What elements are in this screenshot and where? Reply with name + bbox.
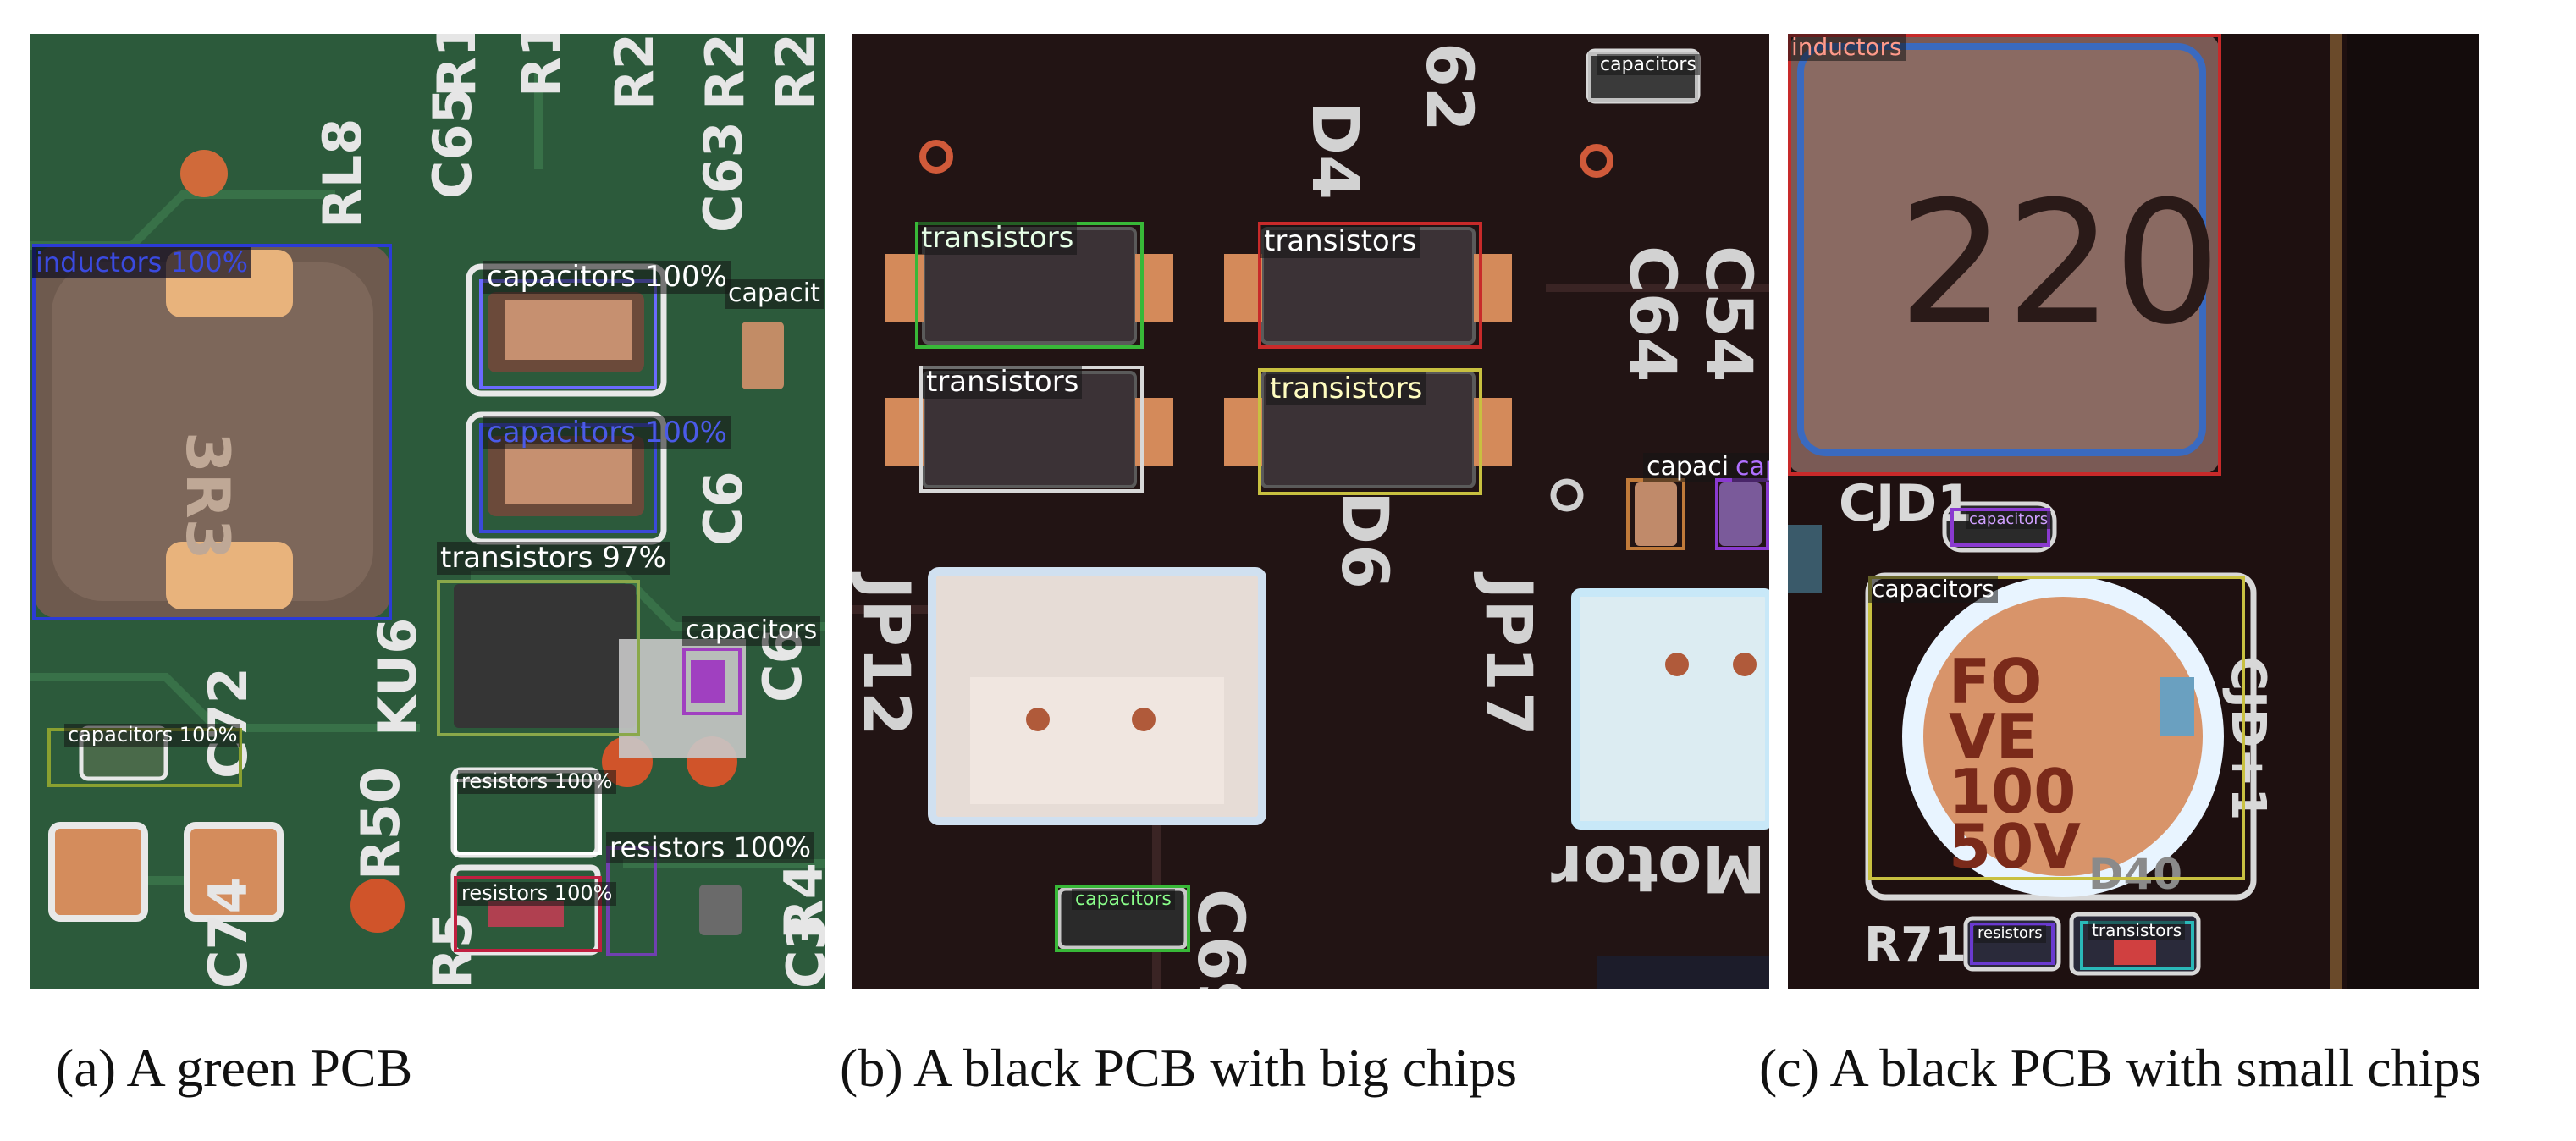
detection-box-transistor bbox=[1258, 222, 1482, 349]
detection-label-capacitor: capacitors bbox=[682, 615, 821, 646]
detection-box-resistor bbox=[1970, 923, 2055, 965]
detection-label-transistor: transistors 97% bbox=[437, 541, 670, 576]
panel-black-pcb-small-chips: 220 CJD1 CJD+1 R71 FO VE 100 50V D40 ind… bbox=[1788, 34, 2479, 989]
detection-label-resistor: resistors bbox=[1974, 924, 2046, 943]
svg-text:JP17: JP17 bbox=[1471, 571, 1547, 736]
detection-box-capacitor bbox=[1868, 576, 2245, 880]
detection-box-transistor bbox=[437, 580, 640, 736]
detection-label-resistor: resistors 100% bbox=[458, 881, 616, 906]
svg-text:CJD1: CJD1 bbox=[1839, 474, 1972, 533]
detection-label-capacitor: capa bbox=[1732, 452, 1769, 482]
detection-label-resistor: resistors 100% bbox=[606, 832, 814, 863]
svg-text:R2: R2 bbox=[764, 34, 825, 110]
svg-text:C72: C72 bbox=[197, 667, 259, 779]
svg-text:R1: R1 bbox=[426, 34, 488, 97]
detection-label-capacitor: capacitors bbox=[1966, 510, 2052, 529]
svg-text:C3: C3 bbox=[775, 913, 825, 989]
detection-box-capacitor bbox=[1626, 478, 1685, 550]
svg-text:Motor: Motor bbox=[1551, 831, 1766, 907]
detection-label-capacitor: capacitors bbox=[1597, 54, 1700, 76]
svg-text:R2: R2 bbox=[694, 34, 756, 110]
svg-text:VE: VE bbox=[1949, 701, 2038, 772]
detection-box-capacitor bbox=[1715, 478, 1769, 550]
svg-text:C65: C65 bbox=[422, 87, 483, 199]
panel-black-pcb-big-chips: D4 62 C64 C54 D6 JP12 JP17 C69 Motor cap… bbox=[852, 34, 1769, 989]
svg-text:C63: C63 bbox=[692, 121, 754, 233]
detection-box-capacitor bbox=[1055, 885, 1190, 952]
detection-label-transistor: transistors bbox=[1266, 372, 1426, 406]
svg-text:JP12: JP12 bbox=[852, 571, 924, 736]
svg-text:C74: C74 bbox=[197, 877, 259, 989]
detection-box-transistor bbox=[1258, 368, 1482, 495]
svg-text:100: 100 bbox=[1949, 756, 2076, 827]
detection-box-inductor bbox=[32, 244, 392, 620]
svg-text:FO: FO bbox=[1949, 646, 2042, 717]
detection-label-capacitor: capacitors bbox=[1072, 889, 1175, 911]
detection-label-inductor: inductors bbox=[1788, 34, 1906, 62]
green-pcb-image: RL8 C65 R1 R1 R2 R2 R2 C63 3R3 KU6 C72 R… bbox=[30, 34, 825, 989]
svg-text:62: 62 bbox=[1412, 42, 1487, 132]
svg-text:C64: C64 bbox=[1615, 245, 1691, 383]
svg-text:CJD+1: CJD+1 bbox=[2220, 656, 2275, 820]
svg-text:C69: C69 bbox=[1183, 889, 1259, 989]
caption-green-pcb: (a) A green PCB bbox=[56, 1038, 413, 1098]
detection-label-transistor: transistors bbox=[918, 221, 1078, 256]
detection-label-transistor: transistors bbox=[923, 365, 1083, 400]
detection-label-capacitor: capaci bbox=[1643, 452, 1733, 482]
detection-label-transistor: transistors bbox=[2088, 921, 2186, 940]
svg-text:C6: C6 bbox=[692, 471, 754, 546]
svg-text:220: 220 bbox=[1898, 165, 2221, 362]
detection-label-capacitor: capacit bbox=[725, 278, 824, 309]
panel-green-pcb: RL8 C65 R1 R1 R2 R2 R2 C63 3R3 KU6 C72 R… bbox=[30, 34, 825, 989]
caption-black-pcb-big-chips: (b) A black PCB with big chips bbox=[840, 1038, 1517, 1098]
detection-label-transistor: transistors bbox=[1260, 224, 1420, 259]
svg-text:D6: D6 bbox=[1327, 491, 1403, 589]
svg-text:D40: D40 bbox=[2088, 850, 2182, 899]
svg-text:R2: R2 bbox=[604, 34, 665, 110]
detection-label-capacitor: capacitors 100% bbox=[483, 416, 731, 450]
svg-text:D4: D4 bbox=[1298, 102, 1373, 200]
svg-text:R4: R4 bbox=[773, 863, 825, 940]
svg-text:R1: R1 bbox=[510, 34, 572, 97]
svg-text:KU6: KU6 bbox=[367, 618, 428, 736]
detection-box-capacitor bbox=[682, 648, 742, 715]
detection-label-inductor: inductors 100% bbox=[32, 247, 251, 278]
silk-rl8: RL8 bbox=[312, 119, 373, 229]
black-pcb-big-image: D4 62 C64 C54 D6 JP12 JP17 C69 Motor bbox=[852, 34, 1769, 989]
detection-label-capacitor: capacitors bbox=[1868, 575, 1998, 604]
detection-box-capacitor bbox=[479, 279, 657, 389]
svg-text:50V: 50V bbox=[1949, 811, 2081, 882]
svg-text:R71: R71 bbox=[1864, 918, 1966, 973]
caption-black-pcb-small-chips: (c) A black PCB with small chips bbox=[1759, 1038, 2482, 1098]
svg-text:R50: R50 bbox=[350, 767, 411, 880]
svg-text:3R3: 3R3 bbox=[173, 432, 242, 559]
detection-label-resistor: resistors 100% bbox=[458, 769, 616, 794]
detection-label-capacitor: capacitors 100% bbox=[483, 260, 731, 295]
svg-text:C54: C54 bbox=[1691, 245, 1767, 383]
detection-box-resistor bbox=[454, 876, 602, 952]
detection-box-inductor bbox=[1788, 34, 2221, 476]
detection-label-capacitor: capacitors 100% bbox=[64, 723, 241, 747]
